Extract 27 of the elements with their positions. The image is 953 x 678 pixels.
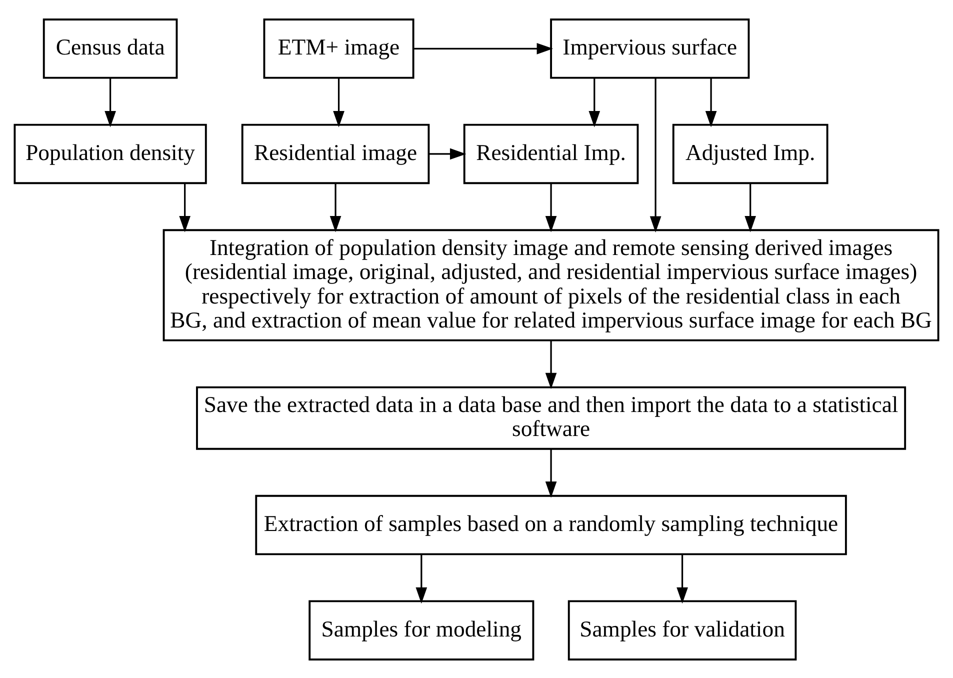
arrow <box>545 448 557 498</box>
node-box: Population density <box>14 123 207 184</box>
arrow <box>428 148 466 160</box>
arrow <box>333 78 344 127</box>
arrow <box>179 183 191 232</box>
arrow <box>676 554 688 604</box>
arrow <box>414 42 554 54</box>
arrow <box>104 78 116 127</box>
node-box: Census data <box>42 18 178 78</box>
node-box: ETM+ image <box>263 18 414 78</box>
arrow <box>705 78 717 127</box>
arrow <box>545 183 557 232</box>
node-box: Samples for validation <box>568 600 797 660</box>
node-box: Integration of population density image and remote sensing derived images (residential image, original, adjusted, and residential impervious surface images) respectively for extraction of amount of pixels of the residential class in each BG, and extraction of mean value for related impervious surface image for each BG <box>162 228 940 341</box>
arrow <box>545 340 557 389</box>
arrow <box>744 183 756 232</box>
node-box: Extraction of samples based on a randomly sampling technique <box>255 494 847 555</box>
node-box: Adjusted Imp. <box>672 123 828 184</box>
arrow <box>650 78 662 232</box>
node-box: Samples for modeling <box>308 600 534 660</box>
node-box: Residential Imp. <box>463 123 639 184</box>
node-box: Impervious surface <box>550 18 750 78</box>
arrow <box>588 78 600 127</box>
node-box: Save the extracted data in a data base and then import the data to a statistical software <box>196 386 906 450</box>
arrow <box>330 183 342 232</box>
arrow <box>416 554 428 604</box>
node-box: Residential image <box>241 123 430 184</box>
